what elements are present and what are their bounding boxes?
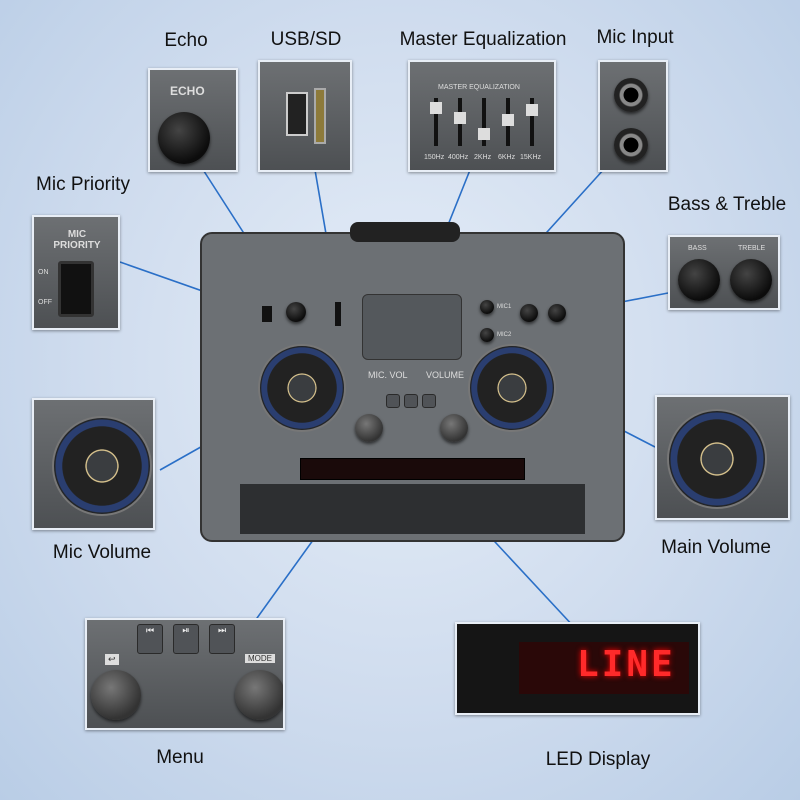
mic-priority-inset: MIC PRIORITY ON OFF [32, 215, 120, 330]
play-pause-button[interactable]: ⏯ [173, 624, 199, 654]
on-text: ON [38, 269, 49, 276]
eq-band-label: 400Hz [448, 154, 469, 161]
treble-knob[interactable] [730, 259, 772, 301]
mic-input-label: Mic Input [596, 27, 674, 48]
mic1-jack[interactable] [614, 78, 648, 112]
panel-eq [362, 294, 462, 360]
next-button[interactable]: ⏭ [209, 624, 235, 654]
menu-label: Menu [156, 747, 204, 768]
echo-label: Echo [164, 30, 208, 51]
led-text: LINE [577, 644, 676, 685]
led-display-label: LED Display [545, 749, 651, 770]
back-button[interactable] [91, 670, 141, 720]
panel-led-display [300, 458, 525, 480]
bass-text: BASS [688, 245, 707, 252]
mic-priority-switch[interactable] [58, 261, 94, 317]
off-text: OFF [38, 299, 52, 306]
speaker-control-panel: MIC1 MIC2 MIC. VOL VOLUME [200, 222, 625, 542]
panel-back-button[interactable] [355, 414, 383, 442]
usb-port-icon [286, 92, 308, 136]
eq-title: MASTER EQUALIZATION [438, 84, 520, 91]
treble-text: TREBLE [738, 245, 766, 252]
speaker-grille [240, 484, 585, 534]
eq-sliders [428, 98, 540, 150]
bass-treble-inset: BASS TREBLE [668, 235, 780, 310]
eq-slider-150hz[interactable] [430, 102, 442, 114]
prev-button[interactable]: ⏮ [137, 624, 163, 654]
panel-prev-button[interactable] [386, 394, 400, 408]
mic-volume-inset [32, 398, 155, 530]
panel-echo-knob[interactable] [286, 302, 306, 322]
echo-knob[interactable] [158, 112, 210, 164]
usb-sd-inset [258, 60, 352, 172]
eq-band-label: 150Hz [424, 154, 445, 161]
eq-slider-6khz[interactable] [502, 114, 514, 126]
mic-volume-label: Mic Volume [52, 542, 152, 563]
eq-slider-400hz[interactable] [454, 112, 466, 124]
master-eq-label: Master Equalization [399, 29, 567, 50]
master-eq-inset: MASTER EQUALIZATION 150Hz 400Hz 2KHz 6KH… [408, 60, 556, 172]
panel-mic2-jack[interactable] [480, 328, 494, 342]
panel-treble-knob[interactable] [548, 304, 566, 322]
mic2-jack[interactable] [614, 128, 648, 162]
panel-mic-vol-text: MIC. VOL [368, 370, 408, 380]
panel-play-button[interactable] [404, 394, 418, 408]
panel-volume-text: VOLUME [426, 370, 465, 380]
panel-next-button[interactable] [422, 394, 436, 408]
led-screen [519, 642, 689, 694]
mic-volume-dial[interactable] [52, 416, 152, 516]
eq-band-label: 2KHz [474, 154, 492, 161]
panel-mic1-text: MIC1 [497, 304, 512, 310]
handle [350, 222, 460, 242]
eq-band-label: 15KHz [520, 154, 542, 161]
panel-mic-volume-dial[interactable] [258, 344, 346, 432]
mic-input-inset [598, 60, 668, 172]
back-icon: ↩ [105, 654, 119, 665]
main-volume-dial[interactable] [667, 409, 767, 509]
main-volume-label: Main Volume [661, 537, 771, 558]
echo-inset: ECHO [148, 68, 238, 172]
panel-mic-priority-switch[interactable] [262, 306, 272, 322]
bass-treble-label: Bass & Treble [667, 194, 787, 215]
mic-priority-text: MIC PRIORITY [53, 229, 101, 251]
sd-slot-icon [314, 88, 326, 144]
bass-knob[interactable] [678, 259, 720, 301]
panel-bass-knob[interactable] [520, 304, 538, 322]
eq-band-label: 6KHz [498, 154, 516, 161]
echo-text: ECHO [170, 84, 205, 98]
eq-slider-15khz[interactable] [526, 104, 538, 116]
eq-slider-2khz[interactable] [478, 128, 490, 140]
usb-sd-label: USB/SD [270, 29, 342, 50]
panel-mic1-jack[interactable] [480, 300, 494, 314]
main-volume-inset [655, 395, 790, 520]
panel-mic2-text: MIC2 [497, 332, 512, 338]
panel-main-volume-dial[interactable] [468, 344, 556, 432]
mic-priority-label: Mic Priority [36, 174, 130, 195]
mode-button[interactable] [235, 670, 283, 720]
led-display-inset: LINE [455, 622, 700, 715]
panel-usb-port[interactable] [335, 302, 341, 326]
panel-mode-button[interactable] [440, 414, 468, 442]
menu-inset: ⏮ ⏯ ⏭ ↩ MODE [85, 618, 285, 730]
mode-text: MODE [245, 654, 275, 663]
